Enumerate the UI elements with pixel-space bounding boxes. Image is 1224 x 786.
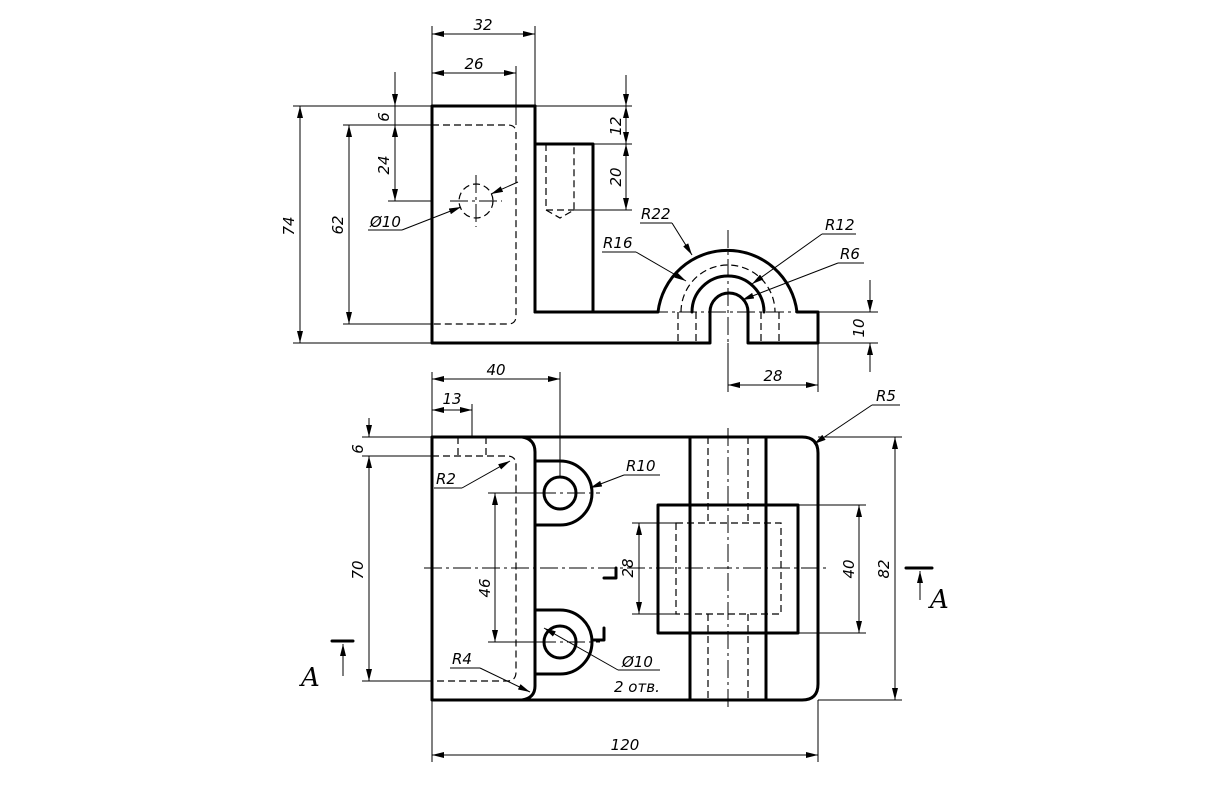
top-wall-edge xyxy=(520,435,537,702)
front-hidden-rib-hole xyxy=(545,144,575,219)
dim-10: 10 xyxy=(850,318,868,337)
leader xyxy=(635,251,687,282)
holes-note: 2 отв. xyxy=(614,678,660,696)
leader xyxy=(741,262,839,301)
dim-r10: R10 xyxy=(626,457,656,475)
dim-dia10: Ø10 xyxy=(369,213,401,231)
leader xyxy=(490,181,519,195)
dim-r12: R12 xyxy=(825,216,855,234)
front-hidden-cavity xyxy=(432,124,517,325)
top-hidden-slot xyxy=(457,437,487,456)
dim-120: 120 xyxy=(611,736,640,754)
leader xyxy=(813,404,873,445)
dim-82: 82 xyxy=(875,559,893,578)
leader xyxy=(671,222,693,256)
dim-6: 6 xyxy=(375,112,393,122)
dim-12: 12 xyxy=(607,116,625,135)
dim-13: 13 xyxy=(442,390,461,408)
dim-r2: R2 xyxy=(436,470,456,488)
dim-dia10b: Ø10 xyxy=(621,653,653,671)
front-view: 32 26 74 62 6 24 Ø10 12 xyxy=(280,16,878,392)
dim-26: 26 xyxy=(464,55,483,73)
dim-28b: 28 xyxy=(619,558,637,577)
front-hidden-arc-r16 xyxy=(680,264,776,313)
section-label-right: A xyxy=(928,585,949,615)
leader xyxy=(589,474,625,489)
dim-74: 74 xyxy=(280,216,298,235)
dim-6b: 6 xyxy=(349,444,367,454)
dim-20: 20 xyxy=(607,167,625,186)
leader xyxy=(401,206,462,231)
dim-46: 46 xyxy=(476,578,494,597)
dim-r5: R5 xyxy=(876,387,896,405)
section-label-left: A xyxy=(299,663,320,693)
dim-70: 70 xyxy=(349,560,367,579)
dim-28: 28 xyxy=(763,367,782,385)
dim-r4: R4 xyxy=(452,650,472,668)
dim-32: 32 xyxy=(473,16,492,34)
top-view: 40 13 6 70 R2 R5 R10 46 28 xyxy=(299,361,949,762)
dim-62: 62 xyxy=(329,215,347,234)
leader xyxy=(751,233,823,285)
section-mark-lug xyxy=(592,626,606,642)
top-outline xyxy=(430,435,820,702)
leader xyxy=(461,460,511,489)
leader xyxy=(479,667,531,693)
dim-40b: 40 xyxy=(840,559,858,578)
dim-24: 24 xyxy=(375,155,393,174)
section-mark-small-upper xyxy=(602,566,618,580)
dim-r22: R22 xyxy=(641,205,671,223)
dim-r6: R6 xyxy=(840,245,860,263)
dim-r16: R16 xyxy=(603,234,633,252)
leader xyxy=(543,627,619,671)
front-outline xyxy=(430,104,820,345)
front-rib xyxy=(533,142,595,314)
top-hidden-cavity xyxy=(432,455,517,682)
dim-40: 40 xyxy=(486,361,505,379)
